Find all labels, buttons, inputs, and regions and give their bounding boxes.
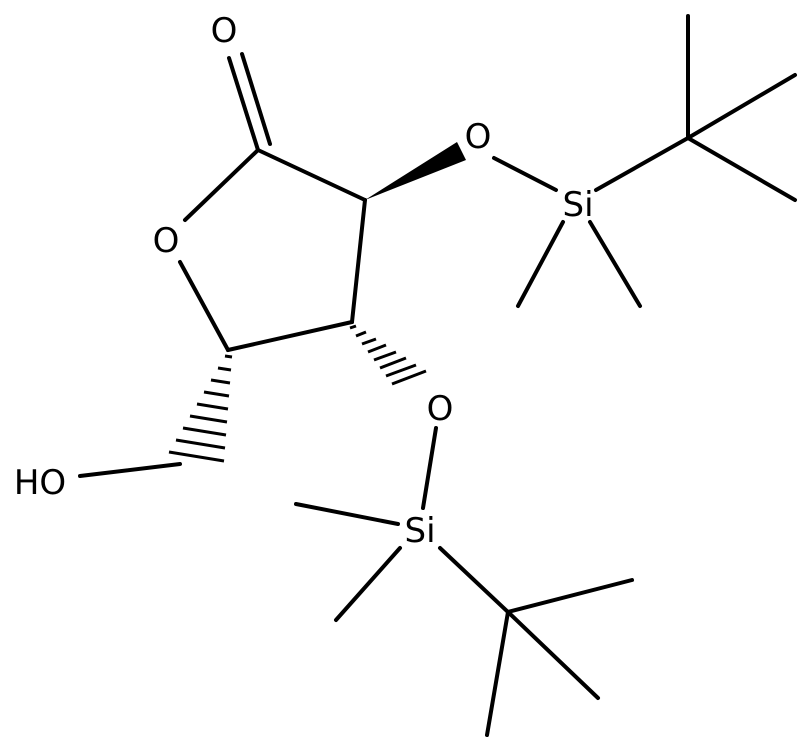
silicon-1-label: Si — [562, 185, 593, 225]
bond-tbu2-methyl-down — [485, 610, 510, 737]
ring-bond-c3-c4 — [226, 320, 354, 352]
bond-si2-methyl-a — [294, 502, 400, 526]
wedge-bond-c2-o — [365, 142, 466, 200]
carbonyl-oxygen-label: O — [211, 11, 238, 51]
ring-bond-c1-o — [183, 148, 260, 222]
bond-si2-tbu-c — [438, 546, 510, 614]
bond-tbu2-methyl-down-right — [506, 610, 600, 700]
bond-tbu1-methyl-right — [686, 73, 797, 140]
bond-tbu2-methyl-right — [506, 578, 634, 614]
carbonyl-double-bond — [227, 52, 272, 152]
bond-si1-methyl-a — [516, 220, 565, 308]
bond-ch2-oh — [78, 462, 182, 478]
hashed-bond-c3-o — [349, 324, 427, 386]
bond-si1-methyl-b — [588, 220, 642, 308]
hashed-bond-c4-ch2 — [168, 354, 233, 463]
hydroxyl-label: HO — [14, 463, 66, 503]
silicon-2-label: Si — [404, 511, 435, 551]
silyl-ether-oxygen-1-label: O — [465, 117, 492, 157]
bond-o2-si2 — [421, 426, 438, 510]
bond-tbu1-methyl-down — [686, 136, 797, 202]
ring-bond-c1-c2 — [256, 148, 367, 202]
ring-oxygen-label: O — [153, 221, 180, 261]
bond-si1-tbu-c — [594, 136, 690, 192]
bond-o1-si1 — [492, 156, 558, 192]
bond-si2-methyl-b — [334, 546, 402, 622]
ring-bond-c2-c3 — [350, 198, 367, 324]
silyl-ether-oxygen-2-label: O — [427, 389, 454, 429]
ring-bond-o-c4 — [178, 260, 230, 352]
